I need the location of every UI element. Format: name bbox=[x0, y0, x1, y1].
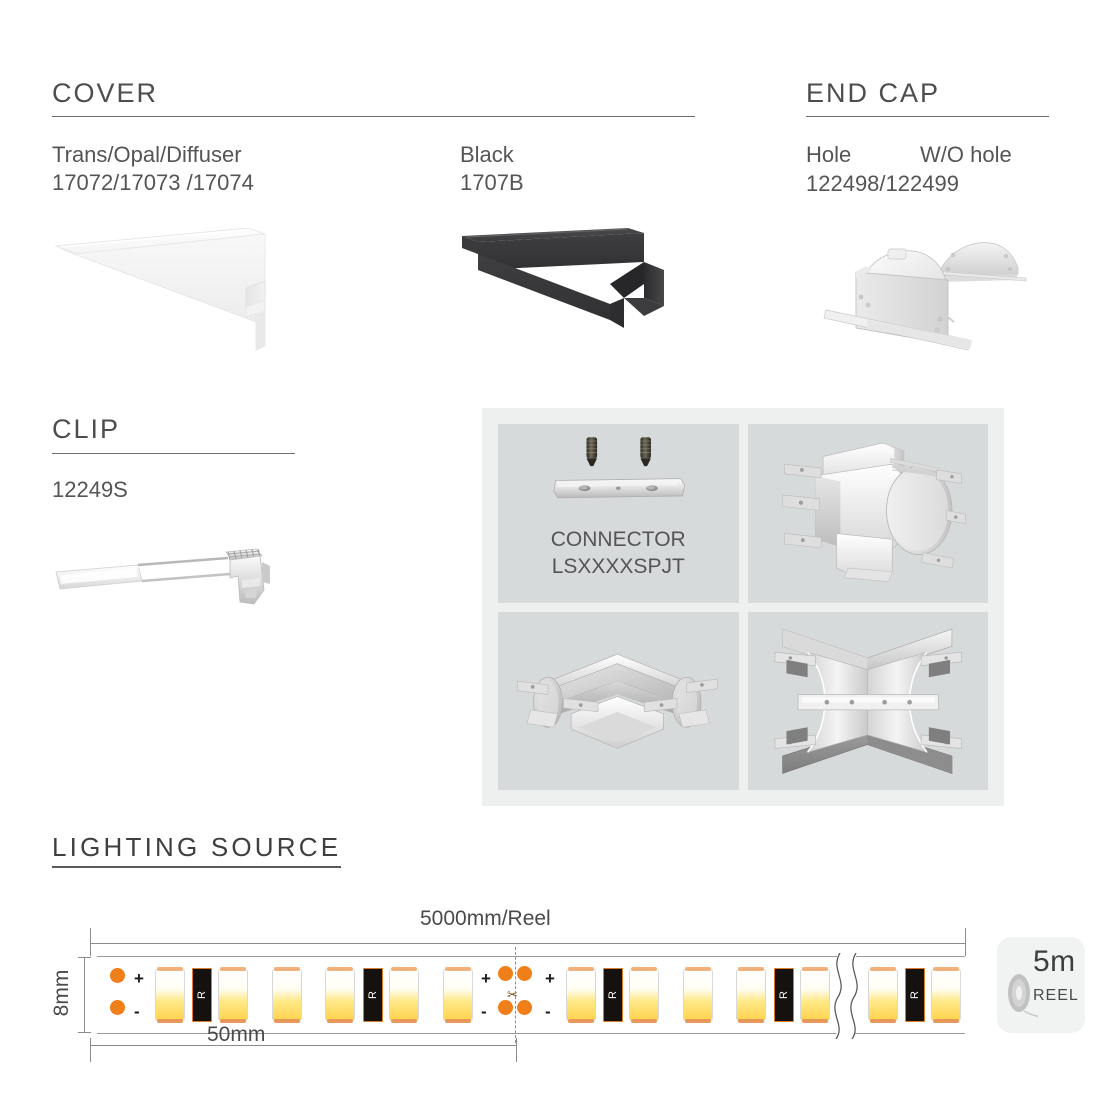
polarity-plus-left: + bbox=[134, 969, 144, 988]
resistor-label: R bbox=[908, 991, 921, 999]
screw-left bbox=[586, 437, 598, 467]
connector-cell-corner[interactable] bbox=[498, 611, 739, 790]
length-dim-tick-right bbox=[965, 928, 966, 956]
resistor: R bbox=[192, 968, 212, 1022]
connector-cell-cross[interactable] bbox=[747, 611, 988, 790]
clip-title-rule bbox=[52, 453, 295, 454]
polarity-plus-after-cut1: + bbox=[545, 969, 555, 988]
width-dim-line bbox=[84, 957, 85, 1033]
pitch-dim-tick-right bbox=[516, 1038, 517, 1062]
bracket-plate bbox=[553, 478, 686, 499]
length-dim-line bbox=[90, 943, 966, 944]
led-chip bbox=[325, 967, 355, 1023]
connector-grid: CONNECTOR LSXXXXSPJT bbox=[482, 408, 1004, 806]
strip-length-label: 5000mm/Reel bbox=[420, 907, 551, 930]
cover-variant-black-code: 1707B bbox=[460, 170, 524, 196]
reel-icon bbox=[1008, 974, 1038, 1018]
end-cap-option-hole: Hole bbox=[806, 142, 852, 167]
led-chip bbox=[800, 967, 830, 1023]
led-chip bbox=[443, 967, 473, 1023]
end-cap-section-title: END CAP bbox=[806, 78, 940, 109]
led-chip bbox=[868, 967, 898, 1023]
end-cap-title-rule bbox=[806, 116, 1049, 117]
pitch-dim-tick-left bbox=[90, 1038, 91, 1062]
polarity-minus-left: - bbox=[134, 1002, 140, 1021]
connector-cell-tee[interactable] bbox=[747, 424, 988, 603]
led-chip bbox=[931, 967, 961, 1023]
screw-right bbox=[640, 437, 651, 467]
end-cap-title: END CAP bbox=[806, 78, 941, 108]
end-cap-code: 122498/122499 bbox=[806, 171, 959, 196]
solder-pad-cut bbox=[517, 966, 532, 981]
solder-pad-positive-left bbox=[110, 968, 125, 983]
cut-dashed-line bbox=[515, 947, 516, 1043]
resistor-label: R bbox=[195, 991, 208, 999]
reel-badge: 5m REEL bbox=[997, 937, 1085, 1033]
polarity-plus-cut1: + bbox=[481, 969, 491, 988]
strip-break-mark bbox=[834, 953, 858, 1039]
cover-variant-black-name: Black bbox=[460, 142, 514, 167]
end-cap-image bbox=[820, 222, 1090, 372]
strip-width-label-wrap: 8mm bbox=[48, 957, 76, 1033]
led-chip bbox=[155, 967, 185, 1023]
polarity-minus-after-cut1: - bbox=[545, 1002, 551, 1021]
cover-variant-trans: Trans/Opal/Diffuser 17072/17073 /17074 bbox=[52, 139, 254, 196]
solder-pad-cut bbox=[517, 1000, 532, 1015]
led-chip bbox=[629, 967, 659, 1023]
resistor-label: R bbox=[606, 991, 619, 999]
scissors-icon: ✂ bbox=[507, 987, 518, 1002]
resistor-label: R bbox=[366, 991, 379, 999]
clip-image bbox=[42, 532, 282, 632]
connector-corner-image bbox=[516, 653, 718, 749]
led-chip bbox=[218, 967, 248, 1023]
clip-title: CLIP bbox=[52, 414, 121, 444]
clip-section-title: CLIP bbox=[52, 414, 120, 445]
lighting-source-title: LIGHTING SOURCE bbox=[52, 832, 342, 868]
strip-pitch-label: 50mm bbox=[207, 1023, 266, 1046]
reel-word-label: REEL bbox=[1033, 987, 1079, 1004]
polarity-minus-cut1: - bbox=[481, 1002, 487, 1021]
solder-pad-negative-left bbox=[110, 1000, 125, 1015]
resistor: R bbox=[603, 968, 623, 1022]
resistor-label: R bbox=[777, 991, 790, 999]
connector-straight-image bbox=[553, 437, 686, 499]
led-chip bbox=[566, 967, 596, 1023]
cover-trans-profile-image bbox=[50, 227, 340, 368]
solder-pad-cut bbox=[498, 966, 513, 981]
connector-cross-image bbox=[774, 628, 962, 774]
reel-size-label: 5m bbox=[1033, 945, 1076, 978]
cover-section-title: COVER bbox=[52, 78, 158, 109]
connector-tee-image bbox=[781, 442, 966, 582]
clip-code: 12249S bbox=[52, 477, 128, 502]
end-cap-option-no-hole: W/O hole bbox=[920, 142, 1012, 167]
cover-title-rule bbox=[52, 116, 695, 117]
length-dim-tick-left bbox=[90, 928, 91, 956]
cover-variant-trans-name: Trans/Opal/Diffuser bbox=[52, 142, 242, 167]
resistor: R bbox=[363, 968, 383, 1022]
cover-variant-trans-code: 17072/17073 /17074 bbox=[52, 170, 254, 196]
cover-black-profile-image bbox=[458, 228, 708, 348]
connector-cell-straight[interactable]: CONNECTOR LSXXXXSPJT bbox=[498, 424, 739, 603]
width-dim-tick-bottom bbox=[78, 1032, 91, 1033]
cover-title: COVER bbox=[52, 78, 159, 108]
lighting-source-section-title: LIGHTING SOURCE bbox=[52, 832, 342, 868]
led-chip bbox=[683, 967, 713, 1023]
led-chip bbox=[389, 967, 419, 1023]
strip-width-label: 8mm bbox=[50, 969, 73, 1017]
led-chip bbox=[272, 967, 302, 1023]
width-dim-tick-top bbox=[78, 957, 91, 958]
connector-straight-caption: CONNECTOR LSXXXXSPJT bbox=[550, 528, 686, 578]
resistor: R bbox=[774, 968, 794, 1022]
led-chip bbox=[736, 967, 766, 1023]
pitch-dim-line bbox=[90, 1045, 517, 1046]
resistor: R bbox=[905, 968, 925, 1022]
led-strip-diagram: 5000mm/Reel 8mm + - R R + - ✂ + - R R bbox=[0, 895, 1100, 1075]
solder-pad-cut bbox=[498, 1000, 513, 1015]
cover-variant-black: Black 1707B bbox=[460, 139, 524, 196]
